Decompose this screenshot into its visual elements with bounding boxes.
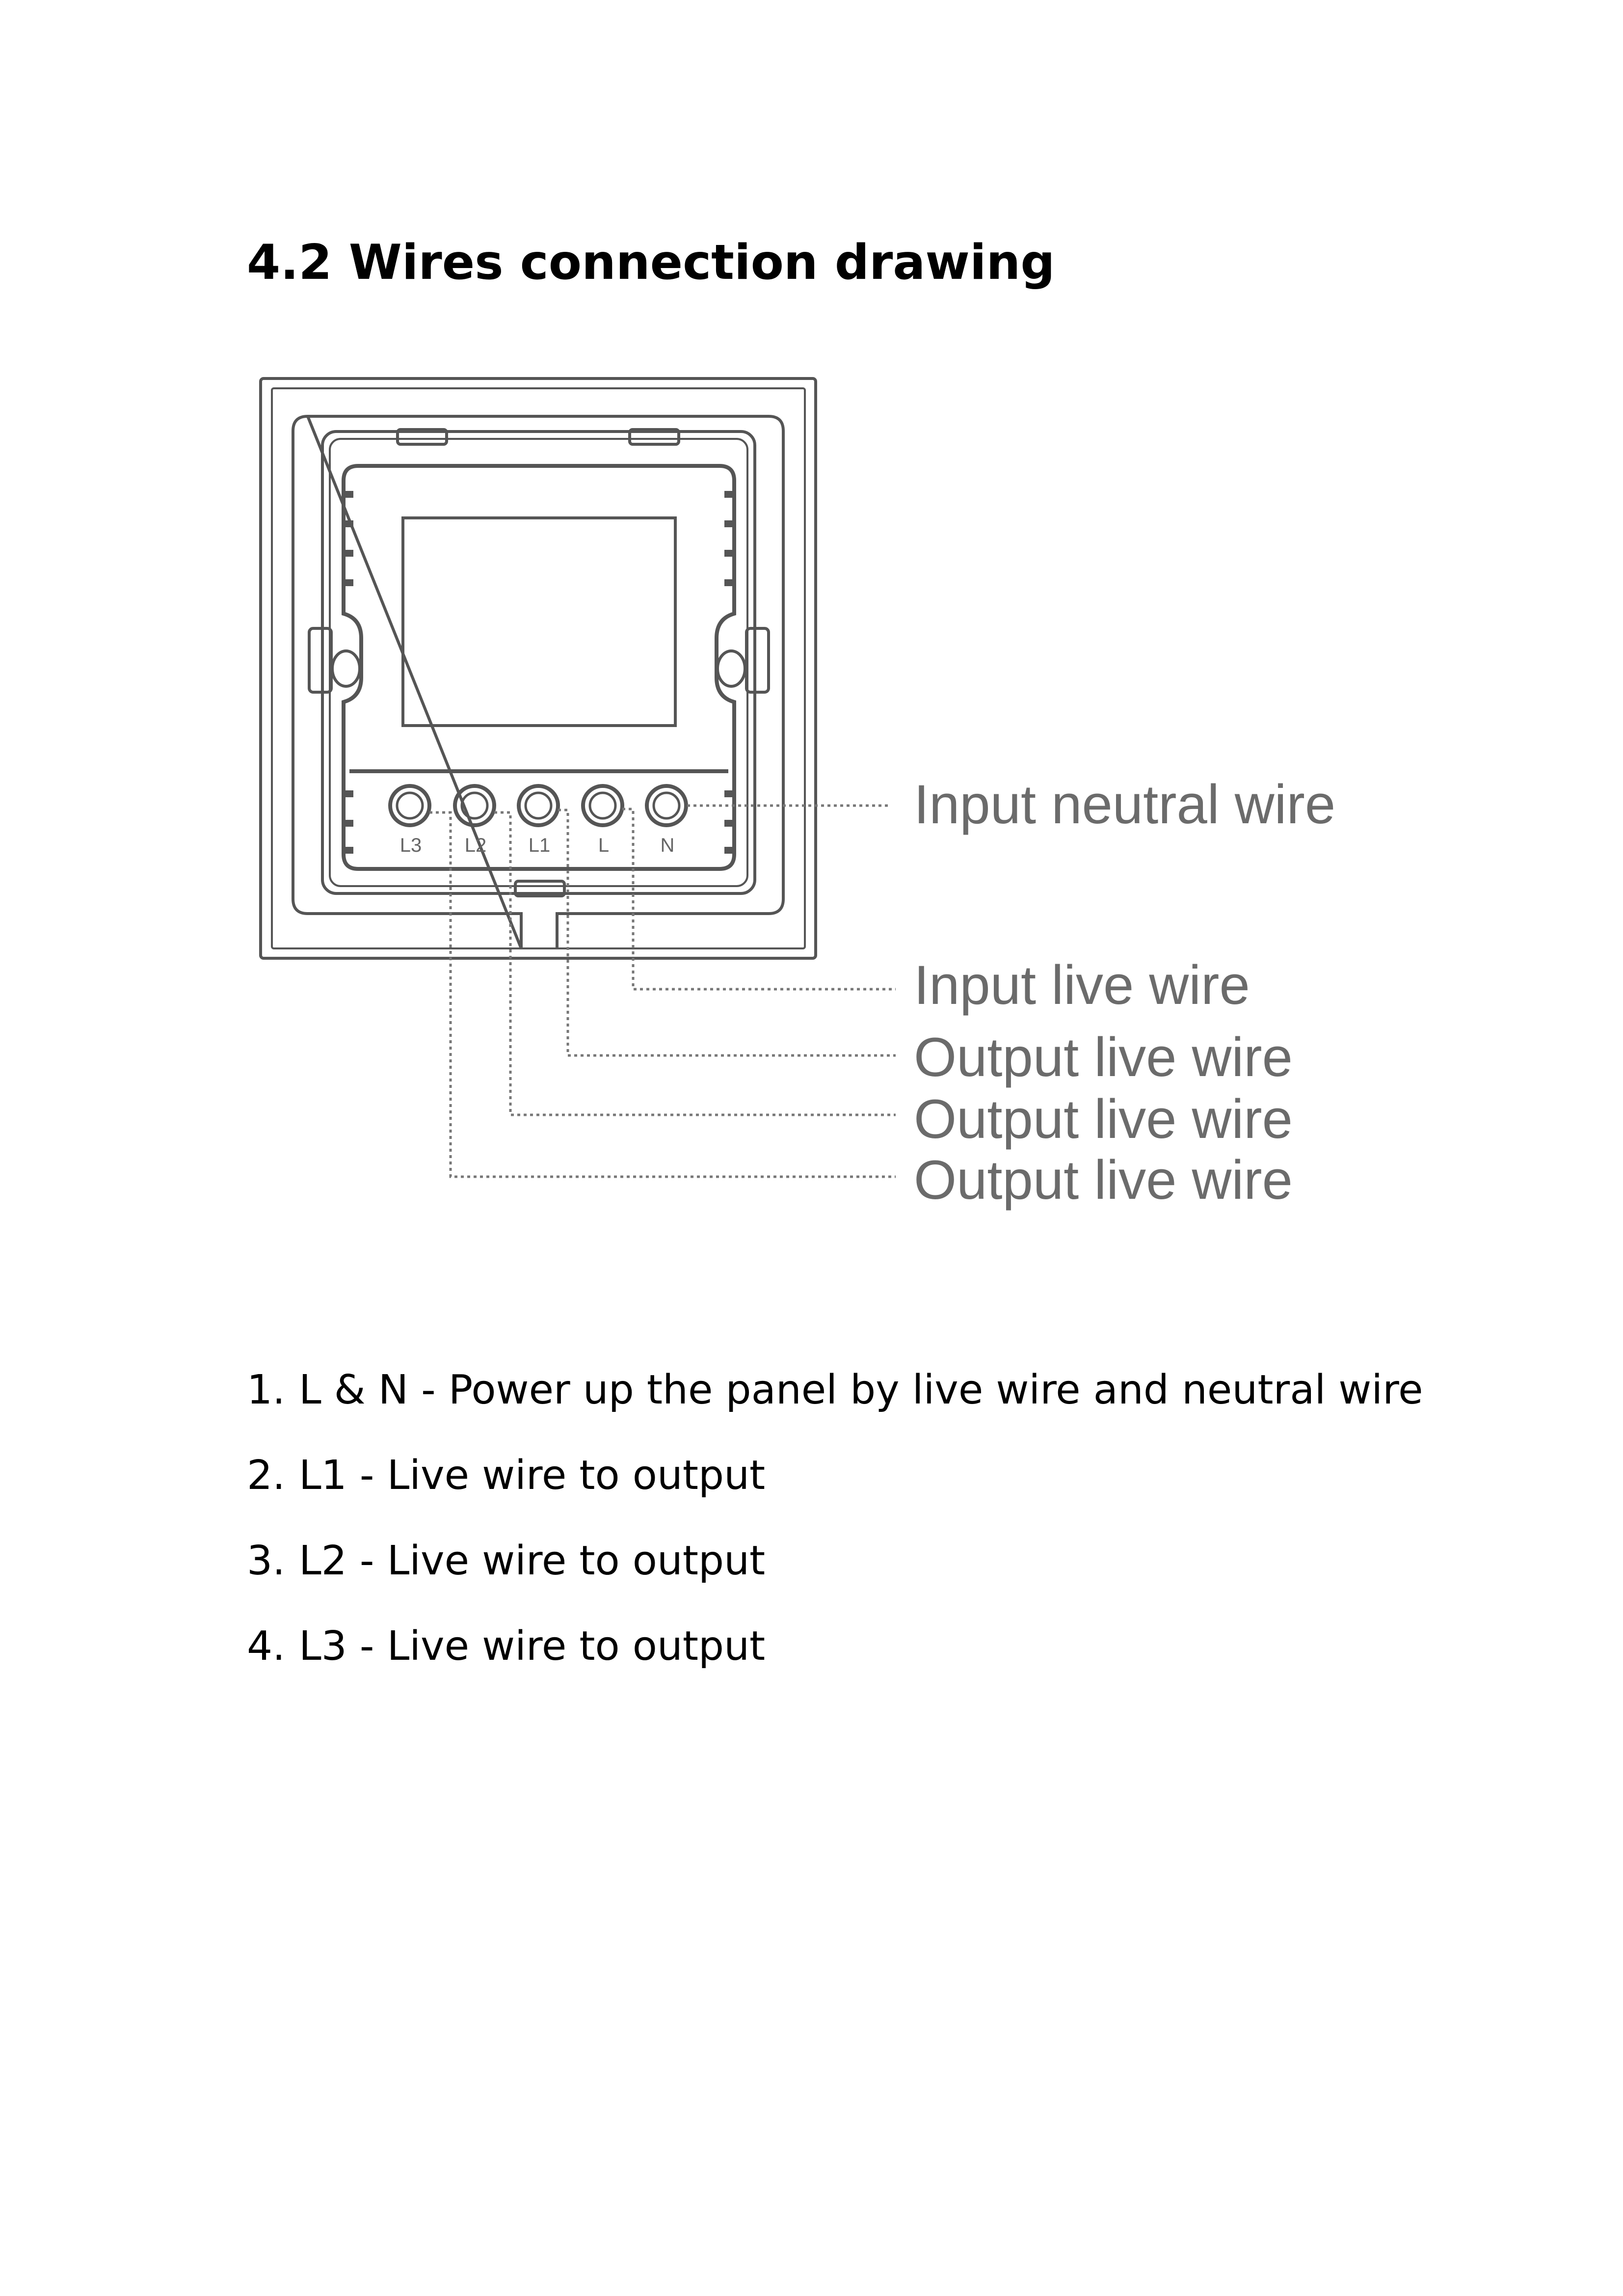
terminal-label-l1: L1 bbox=[529, 835, 551, 856]
terminal-label-l3: L3 bbox=[400, 835, 422, 856]
list-item: 1. L & N - Power up the panel by live wir… bbox=[247, 1348, 1423, 1433]
list-item: 4. L3 - Live wire to output bbox=[247, 1604, 1423, 1689]
panel-outer-frame bbox=[259, 377, 817, 960]
label-output-live-wire-l2: Output live wire bbox=[914, 1088, 1293, 1150]
list-text: L & N - Power up the panel by live wire … bbox=[299, 1367, 1423, 1413]
list-number: 3. bbox=[247, 1538, 286, 1584]
leader-line-l3 bbox=[429, 811, 896, 1178]
terminal-l1 bbox=[517, 784, 560, 827]
list-text: L3 - Live wire to output bbox=[299, 1623, 766, 1670]
label-output-live-wire-l3: Output live wire bbox=[914, 1149, 1293, 1211]
connection-list: 1. L & N - Power up the panel by live wir… bbox=[247, 1348, 1423, 1689]
display-window bbox=[401, 516, 677, 727]
terminal-n bbox=[645, 784, 688, 827]
list-item: 3. L2 - Live wire to output bbox=[247, 1518, 1423, 1604]
label-output-live-wire-l1: Output live wire bbox=[914, 1026, 1293, 1088]
list-number: 4. bbox=[247, 1623, 286, 1670]
terminal-label-l: L bbox=[598, 835, 609, 856]
section-heading: 4.2 Wires connection drawing bbox=[247, 235, 1055, 291]
module-body bbox=[342, 464, 736, 871]
list-item: 2. L1 - Live wire to output bbox=[247, 1433, 1423, 1518]
module-housing bbox=[321, 430, 756, 895]
mounting-plate bbox=[292, 414, 785, 949]
terminal-l2 bbox=[453, 784, 496, 827]
terminal-l3 bbox=[388, 784, 431, 827]
terminal-label-n: N bbox=[661, 835, 675, 856]
leader-line-l2 bbox=[494, 811, 896, 1116]
panel-inner-frame bbox=[271, 387, 806, 949]
label-input-neutral-wire: Input neutral wire bbox=[914, 774, 1335, 835]
list-number: 1. bbox=[247, 1367, 286, 1413]
label-input-live-wire: Input live wire bbox=[914, 954, 1250, 1016]
list-number: 2. bbox=[247, 1452, 286, 1499]
terminal-label-l2: L2 bbox=[465, 835, 487, 856]
terminal-l bbox=[581, 784, 624, 827]
list-text: L1 - Live wire to output bbox=[299, 1452, 766, 1499]
list-text: L2 - Live wire to output bbox=[299, 1538, 766, 1584]
